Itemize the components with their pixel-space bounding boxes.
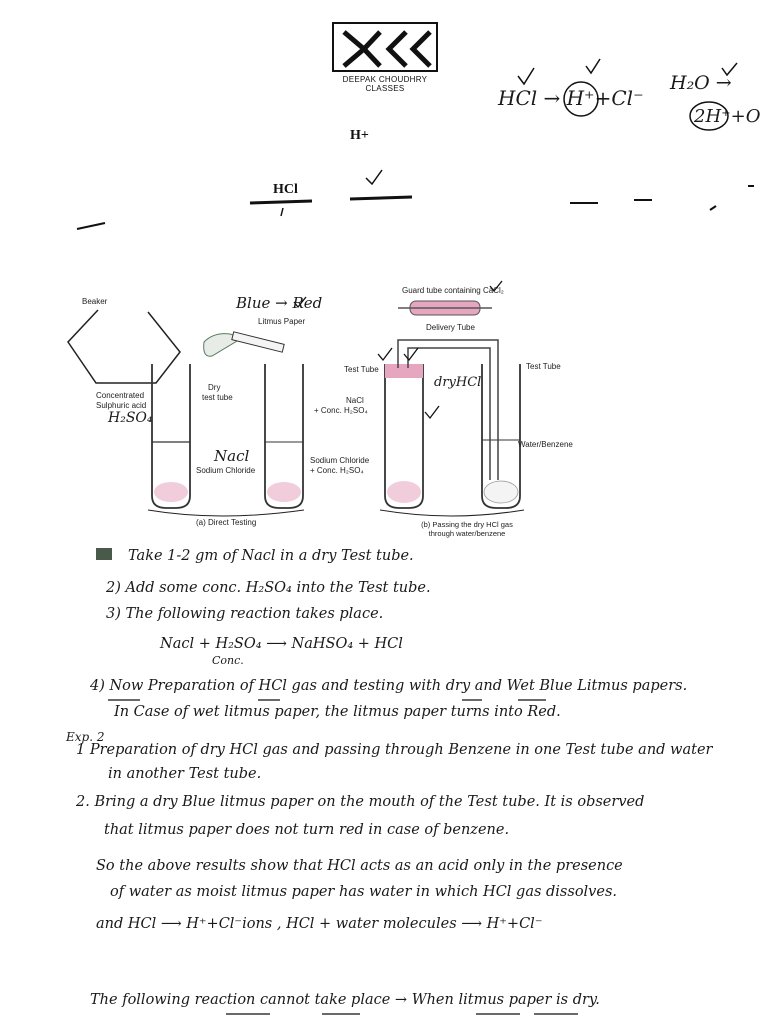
blue-red-note: Blue → Red	[236, 294, 323, 312]
passing-gas-caption-line2: through water/benzene	[428, 529, 506, 538]
note-conclusion: So the above results show that HCl acts …	[96, 858, 623, 874]
test-tube-right-label: Test Tube	[526, 362, 561, 371]
logo: DEEPAK CHOUDHRY CLASSES	[332, 22, 438, 93]
note-conclusion-cont: of water as moist litmus paper has water…	[110, 884, 618, 900]
note-step-2: 2) Add some conc. H₂SO₄ into the Test tu…	[106, 580, 431, 596]
logo-chevrons-icon	[342, 30, 432, 68]
note-exp2-step-2-cont: that litmus paper does not turn red in c…	[104, 822, 510, 838]
note-reaction-equation: Nacl + H₂SO₄ ⟶ NaHSO₄ + HCl	[160, 636, 403, 652]
direct-testing-caption: (a) Direct Testing	[196, 518, 257, 527]
nacl-label-line1: NaCl	[346, 396, 364, 405]
note-exp2-step-1-cont: in another Test tube.	[108, 766, 262, 782]
note-wet-litmus: In Case of wet litmus paper, the litmus …	[114, 704, 561, 720]
water-benzene-label: Water/Benzene	[518, 440, 573, 449]
acid-label-line1: Concentrated	[96, 391, 145, 400]
h-plus-label: H+	[350, 128, 369, 143]
note-final: The following reaction cannot take place…	[90, 992, 600, 1008]
note-step-4: 4) Now Preparation of HCl gas and testin…	[90, 678, 688, 694]
note-exp-2: Exp. 2	[66, 730, 105, 744]
sodium-chloride-conc-label-line1: Sodium Chloride	[310, 456, 370, 465]
passing-gas-caption-line1: (b) Passing the dry HCl gas	[421, 520, 513, 529]
equation-water: H₂O →	[670, 72, 732, 94]
note-ionization: and HCl ⟶ H⁺+Cl⁻ions , HCl + water molec…	[96, 916, 543, 932]
litmus-paper-label: Litmus Paper	[258, 317, 306, 326]
dry-tube-label-line2: test tube	[202, 393, 233, 402]
beaker-label: Beaker	[82, 297, 108, 306]
note-step-1: Take 1-2 gm of Nacl in a dry Test tube.	[128, 548, 414, 564]
logo-caption: DEEPAK CHOUDHRY CLASSES	[342, 75, 428, 93]
nacl-label-line2: + Conc. H₂SO₄	[314, 406, 368, 415]
test-tube-left-label: Test Tube	[344, 365, 379, 374]
equation-ionization: HCl → H⁺+Cl⁻	[498, 86, 644, 110]
note-step-3: 3) The following reaction takes place.	[106, 606, 384, 622]
delivery-tube-label: Delivery Tube	[426, 323, 475, 332]
note-exp2-step-2: 2. Bring a dry Blue litmus paper on the …	[76, 794, 645, 810]
sodium-chloride-label: Sodium Chloride	[196, 466, 256, 475]
dry-tube-label-line1: Dry	[208, 383, 221, 392]
sodium-chloride-conc-label-line2: + Conc. H₂SO₄	[310, 466, 364, 475]
passing-gas-caption: (b) Passing the dry HCl gas through wate…	[412, 520, 522, 538]
guard-tube-label: Guard tube containing CaCl₂	[402, 286, 504, 295]
nacl-hand-label: Nacl	[214, 447, 250, 465]
acid-label-line2: Sulphuric acid	[96, 401, 147, 410]
logo-mark	[332, 22, 438, 72]
note-reaction-conc: Conc.	[212, 654, 244, 667]
hcl-label: HCl	[273, 182, 298, 197]
acid-formula: H₂SO₄	[108, 410, 153, 426]
note-exp2-step-1: 1 Preparation of dry HCl gas and passing…	[76, 742, 713, 758]
dry-hcl-note: dryHCl	[434, 375, 482, 390]
